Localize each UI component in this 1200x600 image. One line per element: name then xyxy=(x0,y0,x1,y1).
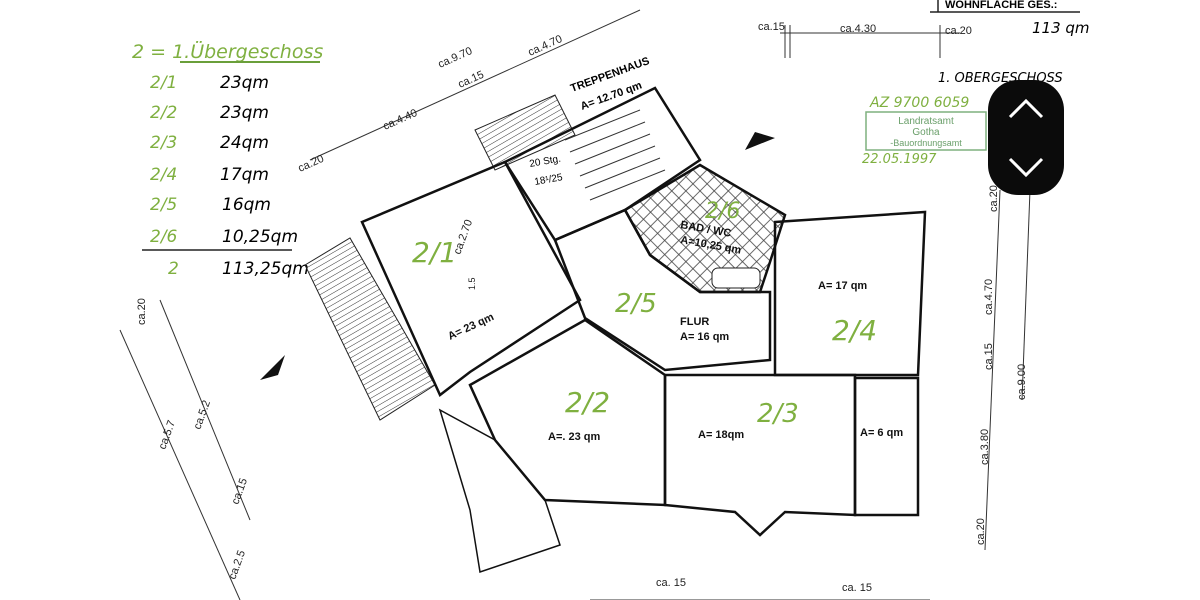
room-small xyxy=(853,376,920,517)
legend-total: 113,25qm xyxy=(222,259,309,279)
roof-hatched xyxy=(474,94,576,171)
dimension-label: ca.20 xyxy=(988,185,1000,212)
hall-label: FLUR xyxy=(680,316,709,328)
page-navigation xyxy=(988,80,1064,195)
dimension-label: ca.15 xyxy=(456,69,485,91)
dimension-label: ca.5.2 xyxy=(192,399,214,431)
legend-area: 10,25qm xyxy=(222,227,298,247)
legend-total-label: 2 xyxy=(168,259,179,279)
north-arrow-icon xyxy=(260,355,285,380)
dimension-label: ca.15 xyxy=(983,343,995,370)
bathtub xyxy=(711,267,761,289)
room-number: 2/3 xyxy=(757,399,799,429)
dimension-label: ca.20 xyxy=(136,298,148,325)
dimension-label: ca.5.7 xyxy=(157,419,179,451)
dimension-label: ca. 15 xyxy=(842,582,872,594)
next-page-button[interactable] xyxy=(988,138,1064,195)
room-number: 2/2 xyxy=(565,386,610,419)
dimension-label: ca.4.70 xyxy=(983,279,995,315)
dimension-label: ca.3.80 xyxy=(979,429,991,465)
room-number: 2/1 xyxy=(412,236,457,269)
dimension-label: ca.20 xyxy=(975,518,987,545)
legend-area: 24qm xyxy=(220,133,269,153)
wohnflaeche-value: 113 qm xyxy=(1032,19,1090,37)
dimension-label: ca.20 xyxy=(296,153,325,175)
stairs-count: 20 Stg. xyxy=(529,154,562,170)
dimension-label: ca.4.30 xyxy=(840,23,876,35)
stairs-ratio: 18¹/25 xyxy=(534,172,564,188)
room-area: A= 18qm xyxy=(698,429,744,441)
legend-area: 17qm xyxy=(220,165,269,185)
authority-stamp: AZ 9700 6059 Landratsamt Gotha -Bauordnu… xyxy=(862,95,987,167)
chevron-up-icon xyxy=(1008,98,1044,118)
legend-area: 23qm xyxy=(220,73,269,93)
room-2-5-hall xyxy=(553,208,772,372)
area-legend: 2 = 1.Übergeschoss 2/1 23qm 2/2 23qm 2/3… xyxy=(132,40,323,279)
previous-page-button[interactable] xyxy=(988,80,1064,137)
dimension-label: 1.5 xyxy=(467,277,477,290)
legend-room: 2/4 xyxy=(150,165,177,185)
room-number: 2/4 xyxy=(832,314,877,347)
stair-steps xyxy=(564,109,666,201)
room-area: A= 6 qm xyxy=(860,427,903,439)
terrace xyxy=(438,408,561,573)
dimension-label: ca.9.70 xyxy=(436,45,474,71)
stamp-az: AZ 9700 6059 xyxy=(869,95,969,111)
room-area: A= 16 qm xyxy=(680,331,729,343)
chevron-down-icon xyxy=(1008,157,1044,177)
room-number: 2/5 xyxy=(615,289,657,319)
dimension-label: ca.4.40 xyxy=(381,107,419,133)
north-arrow-icon xyxy=(745,132,775,150)
dimension-label: ca. 15 xyxy=(656,577,686,589)
room-area: A= 23 qm xyxy=(446,311,496,343)
stamp-line: Gotha xyxy=(912,127,940,138)
stamp-date: 22.05.1997 xyxy=(862,152,937,167)
legend-area: 16qm xyxy=(222,195,271,215)
dimension-label: ca.2.5 xyxy=(227,549,249,581)
dimension-label: ca.15 xyxy=(230,477,250,506)
dimension-label: ca.20 xyxy=(945,25,972,37)
stamp-line: Landratsamt xyxy=(898,116,954,127)
legend-room: 2/6 xyxy=(150,227,178,247)
staircase xyxy=(503,86,702,242)
legend-title: 2 = 1.Übergeschoss xyxy=(132,40,323,63)
dimension-label: ca.9.00 xyxy=(1016,364,1028,400)
dimension-label: ca.4.70 xyxy=(526,33,564,59)
legend-room: 2/5 xyxy=(150,195,177,215)
dimension-label: ca.15 xyxy=(758,21,785,33)
room-2-4 xyxy=(773,210,927,377)
room-area: A=. 23 qm xyxy=(548,431,600,443)
wohnflaeche-label: WOHNFLÄCHE GES.: xyxy=(945,0,1057,11)
legend-room: 2/3 xyxy=(150,133,177,153)
legend-room: 2/2 xyxy=(150,103,177,123)
room-2-1 xyxy=(360,160,582,397)
room-number: 2/6 xyxy=(705,199,740,224)
legend-room: 2/1 xyxy=(150,73,177,93)
legend-area: 23qm xyxy=(220,103,269,123)
stamp-line: -Bauordnungsamt xyxy=(890,138,962,148)
room-area: A= 17 qm xyxy=(818,280,867,292)
